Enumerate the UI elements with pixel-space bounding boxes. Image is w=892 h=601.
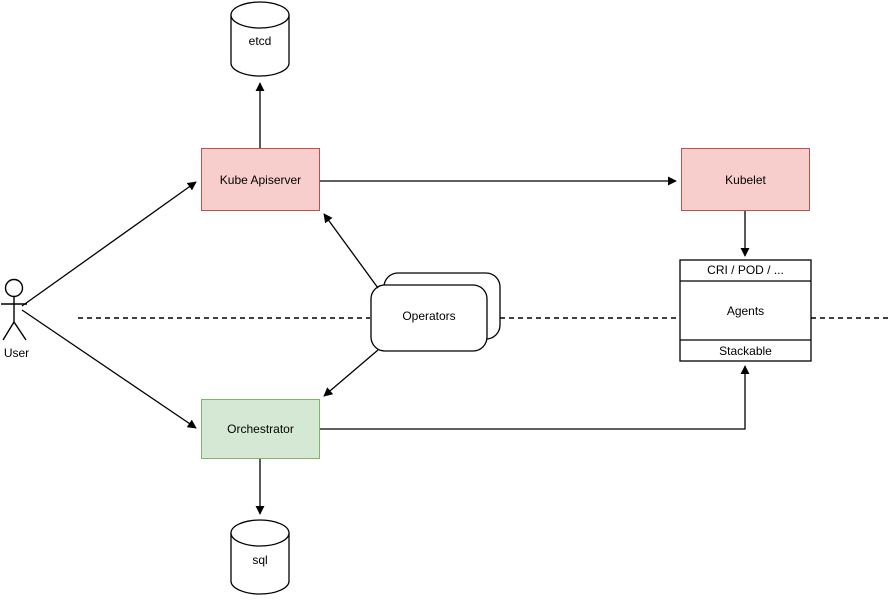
edge-operators-to-orchestrator [323, 349, 379, 397]
node-kubelet[interactable]: Kubelet [681, 148, 810, 211]
operators-stack-shape [370, 272, 501, 352]
edge-user-to-orchestrator [21, 309, 197, 429]
sql-cylinder-shape [230, 519, 290, 595]
node-kube-apiserver[interactable]: Kube Apiserver [201, 148, 320, 211]
node-orchestrator[interactable]: Orchestrator [201, 399, 320, 459]
node-user[interactable]: User [0, 346, 33, 360]
node-kube-apiserver-label: Kube Apiserver [219, 172, 302, 187]
agents-stack-shape [679, 259, 812, 362]
node-kubelet-label: Kubelet [725, 172, 766, 187]
node-orchestrator-label: Orchestrator [227, 422, 294, 436]
edge-orchestrator-to-stackable [320, 365, 750, 430]
node-user-label: User [3, 346, 30, 360]
edge-user-to-apiserver [21, 181, 197, 307]
user-actor-shape [1, 278, 27, 341]
edge-operators-to-apiserver [323, 213, 379, 289]
etcd-cylinder-shape [230, 1, 290, 77]
